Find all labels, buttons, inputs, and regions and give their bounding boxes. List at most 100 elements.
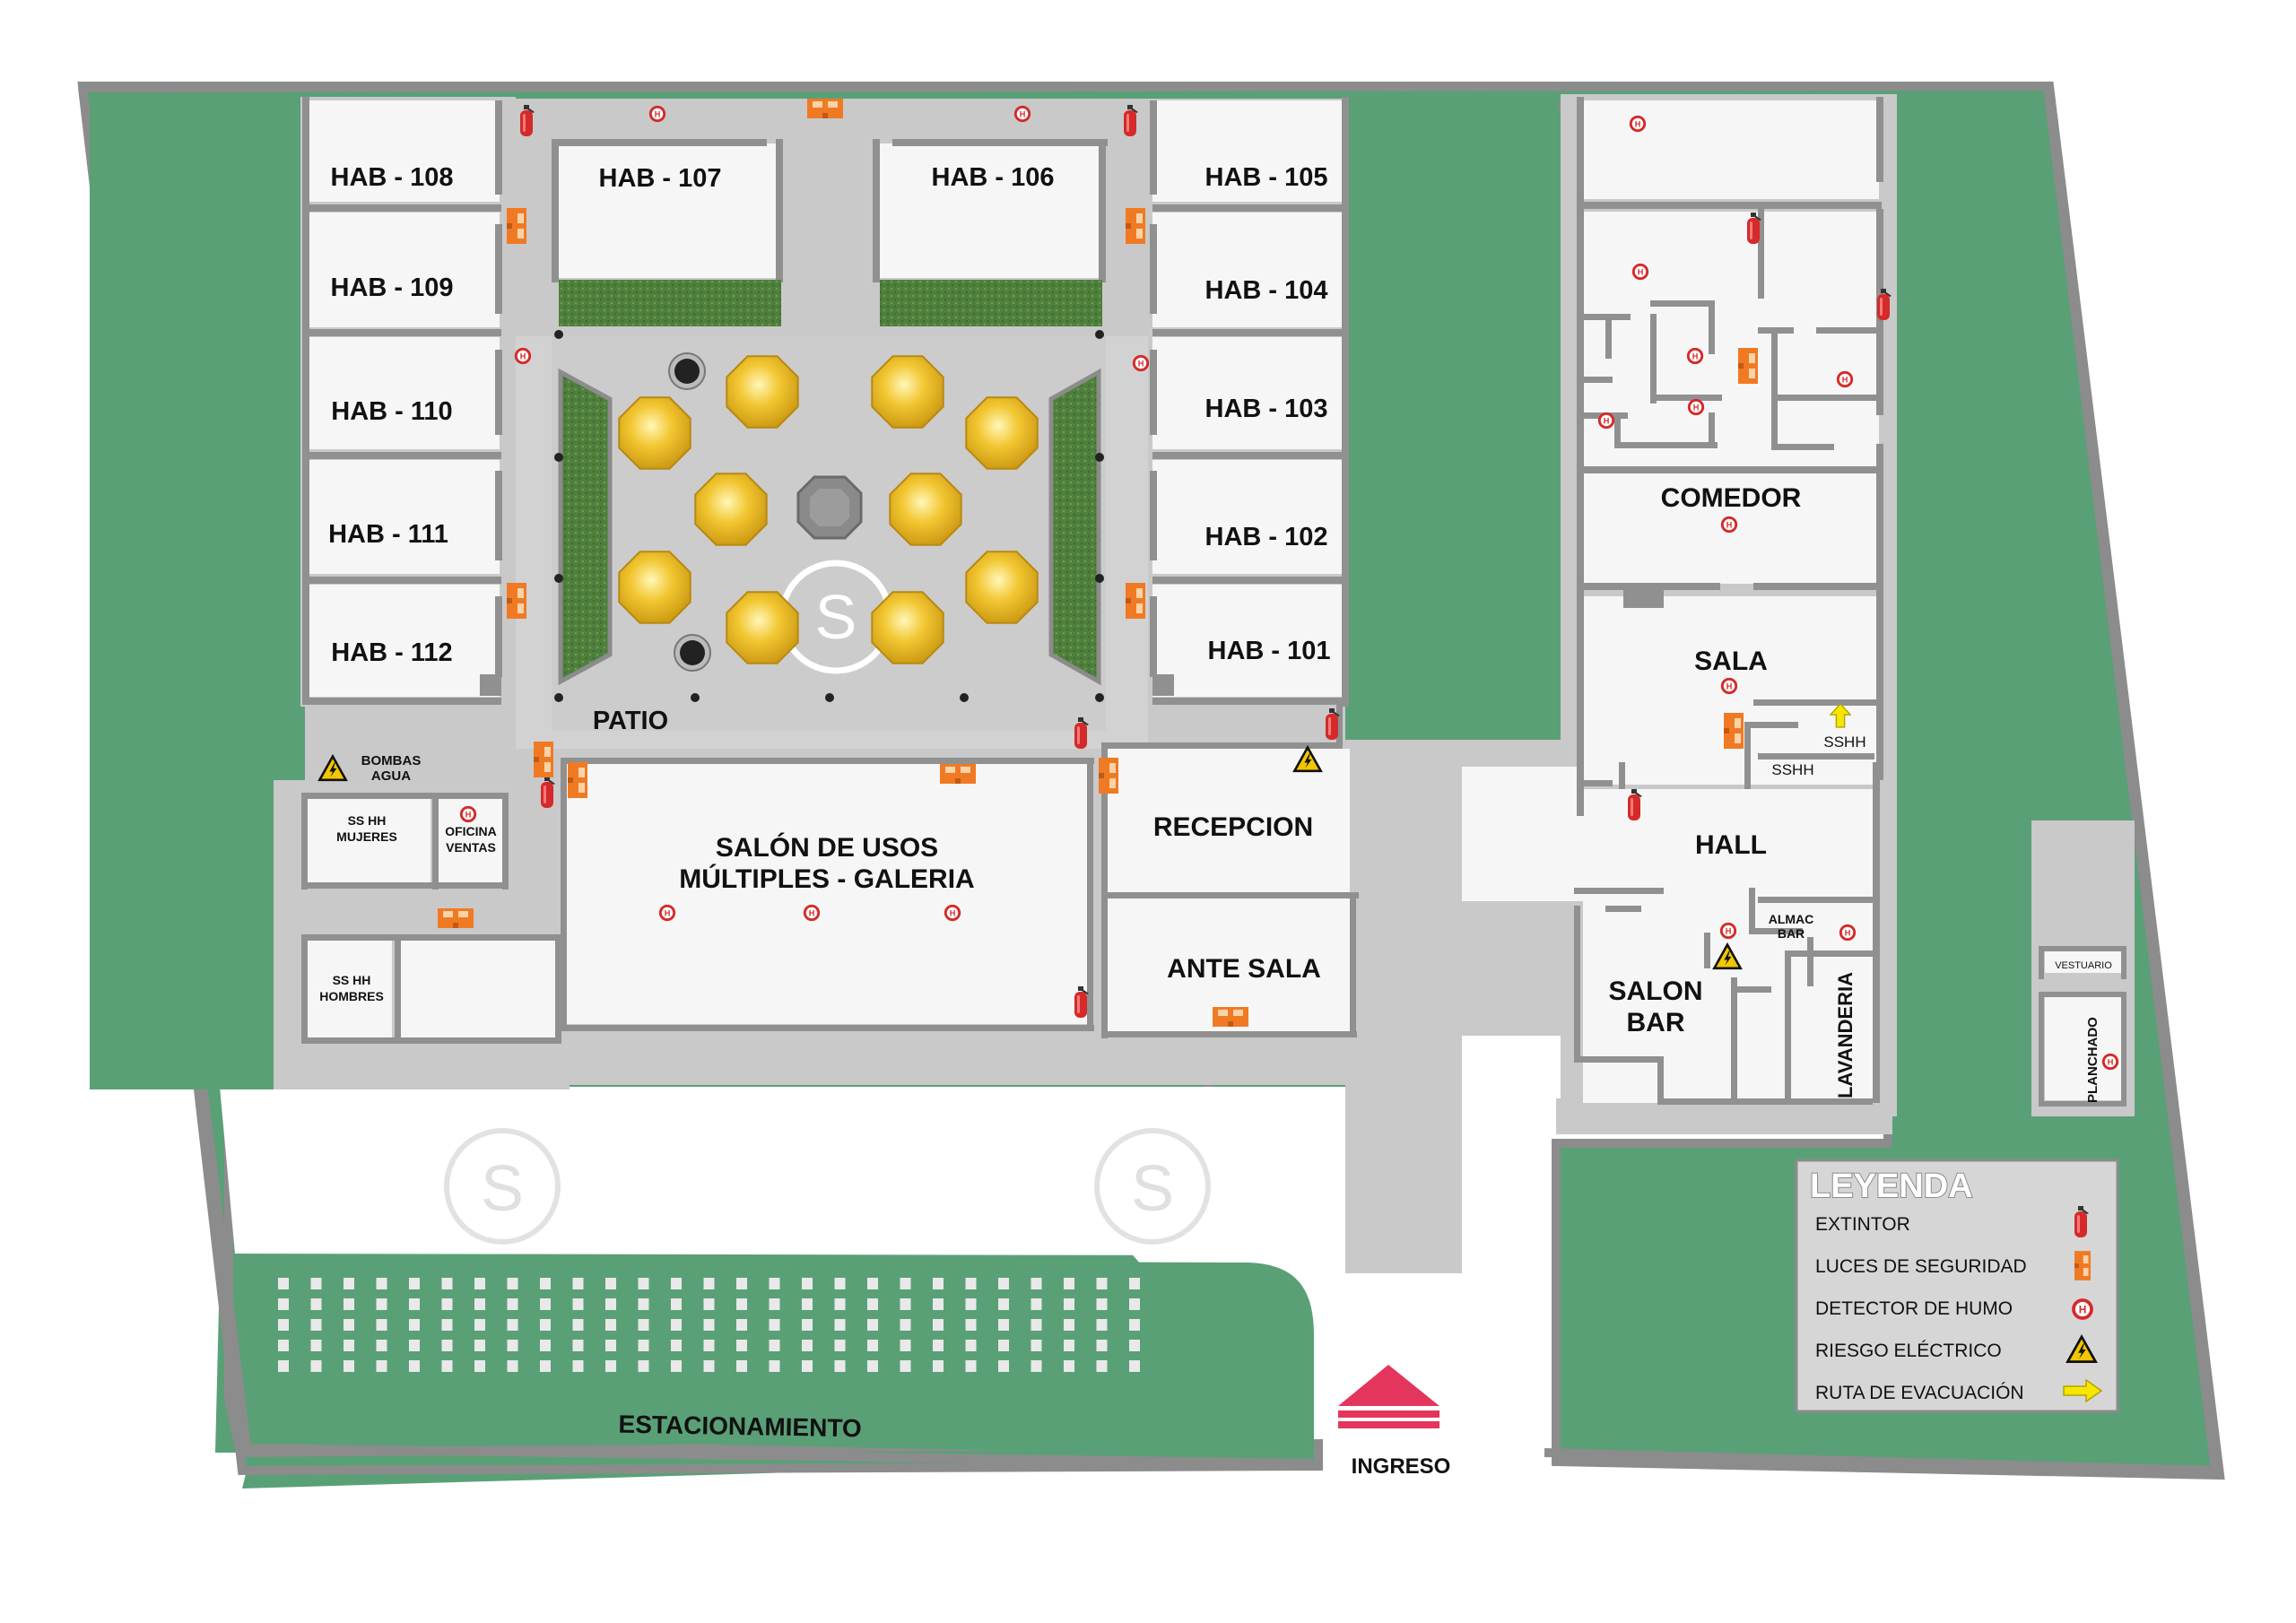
parking-spot <box>409 1278 420 1289</box>
parking-spot <box>638 1319 649 1331</box>
parking-spot <box>1129 1298 1140 1310</box>
smoke-detector-icon <box>1597 412 1615 430</box>
parking-spot <box>671 1298 682 1310</box>
label-lavanderia: LAVANDERIA <box>1834 972 1857 1098</box>
parking-spot <box>1064 1319 1074 1331</box>
patio-table <box>618 396 691 470</box>
parking-spot <box>572 1319 584 1331</box>
legend-item-label: RIESGO ELÉCTRICO <box>1815 1341 2002 1361</box>
emergency-light-icon <box>507 583 526 619</box>
parking-spot <box>540 1298 551 1310</box>
parking-spot <box>965 1360 977 1372</box>
patio-table <box>694 473 768 546</box>
label-almac: ALMAC <box>1769 912 1814 926</box>
label-ventas: VENTAS <box>446 840 496 855</box>
legend-item-label: LUCES DE SEGURIDAD <box>1815 1256 2027 1277</box>
label-vestuario: VESTUARIO <box>2055 960 2112 971</box>
parking-spot <box>900 1360 911 1372</box>
smoke-detector-icon <box>1629 115 1647 133</box>
parking-spot <box>703 1319 715 1331</box>
parking-spot <box>703 1278 715 1289</box>
parking-spot <box>507 1319 518 1331</box>
smoke-detector-icon <box>648 105 666 123</box>
emergency-light-icon <box>807 99 843 118</box>
smoke-detector-icon <box>1836 370 1854 388</box>
parking-helipad-letter: S <box>1131 1153 1174 1225</box>
parking-spot <box>1031 1298 1042 1310</box>
smoke-detector-icon <box>2101 1053 2119 1071</box>
smoke-detector-icon <box>803 904 821 922</box>
parking-spot <box>638 1278 649 1289</box>
parking-spot <box>867 1319 878 1331</box>
parking-spot <box>605 1278 616 1289</box>
parking-spot <box>278 1278 289 1289</box>
smoke-detector-icon <box>1720 677 1738 695</box>
smoke-detector-icon <box>1132 354 1150 372</box>
label-hab-107: HAB - 107 <box>599 164 722 193</box>
parking-spot <box>278 1298 289 1310</box>
label-planchado: PLANCHADO <box>2085 1017 2100 1103</box>
parking-spot <box>998 1319 1009 1331</box>
parking-spot <box>344 1319 354 1331</box>
label-hab-105: HAB - 105 <box>1205 163 1328 192</box>
parking-spot <box>802 1298 813 1310</box>
emergency-light-icon <box>1724 713 1744 749</box>
emergency-light-icon <box>940 764 976 784</box>
parking-spot <box>409 1360 420 1372</box>
service-annex-rooms <box>2039 946 2126 1107</box>
label-oficina: OFICINA <box>445 824 497 838</box>
parking-spot <box>344 1360 354 1372</box>
parking-spot <box>441 1278 453 1289</box>
label-salon: SALON <box>1609 976 1703 1006</box>
smoke-detector-icon <box>1720 516 1738 534</box>
patio-helipad-letter: S <box>815 582 857 652</box>
label-hab-102: HAB - 102 <box>1205 523 1328 551</box>
parking-spot <box>376 1360 387 1372</box>
parking-spot <box>1064 1298 1074 1310</box>
parking-spot <box>1096 1319 1108 1331</box>
emergency-light-icon <box>1126 208 1145 244</box>
parking-spot <box>834 1319 846 1331</box>
service-rooms <box>301 793 561 1044</box>
smoke-detector-icon <box>514 347 532 365</box>
parking-spot <box>572 1360 584 1372</box>
parking-spot <box>1031 1319 1042 1331</box>
room-hab-110 <box>307 337 500 449</box>
label-sshh-b: SSHH <box>1771 761 1813 778</box>
east-rooms <box>1150 97 1349 707</box>
label-hab-101: HAB - 101 <box>1208 637 1331 665</box>
parking-spot <box>1031 1360 1042 1372</box>
smoke-detector-icon <box>1839 924 1857 942</box>
label-comedor: COMEDOR <box>1661 483 1802 513</box>
emergency-light-icon <box>1213 1007 1248 1027</box>
label-ingreso: INGRESO <box>1352 1454 1451 1479</box>
parking-spot <box>769 1360 780 1372</box>
lawn-sw-strip <box>90 785 276 1089</box>
parking-spot <box>310 1340 322 1351</box>
parking-spot <box>736 1298 747 1310</box>
parking-spot <box>802 1319 813 1331</box>
parking-spot <box>409 1298 420 1310</box>
recepcion-block <box>1101 704 1359 1038</box>
parking-spot <box>474 1298 485 1310</box>
parking-spot <box>409 1340 420 1351</box>
parking-spot <box>344 1340 354 1351</box>
parking-spot <box>376 1340 387 1351</box>
parking-spot <box>998 1340 1009 1351</box>
parking-spot <box>802 1278 813 1289</box>
label-salon-usos-1: SALÓN DE USOS <box>716 832 938 863</box>
parking-spot <box>900 1278 911 1289</box>
parking-spot <box>769 1340 780 1351</box>
patio-table <box>726 355 799 429</box>
parking-spot <box>310 1278 322 1289</box>
label-sshh-hombres-2: HOMBRES <box>319 989 384 1003</box>
parking-spot <box>671 1319 682 1331</box>
parking-spot <box>1129 1340 1140 1351</box>
room-hab-112 <box>307 585 500 697</box>
parking-spot <box>933 1298 944 1310</box>
label-recepcion: RECEPCION <box>1153 812 1313 842</box>
parking-helipad-east: S <box>1094 1128 1211 1245</box>
ingreso-walkway <box>1345 897 1462 1273</box>
parking-spot <box>965 1319 977 1331</box>
parking-spot <box>933 1278 944 1289</box>
